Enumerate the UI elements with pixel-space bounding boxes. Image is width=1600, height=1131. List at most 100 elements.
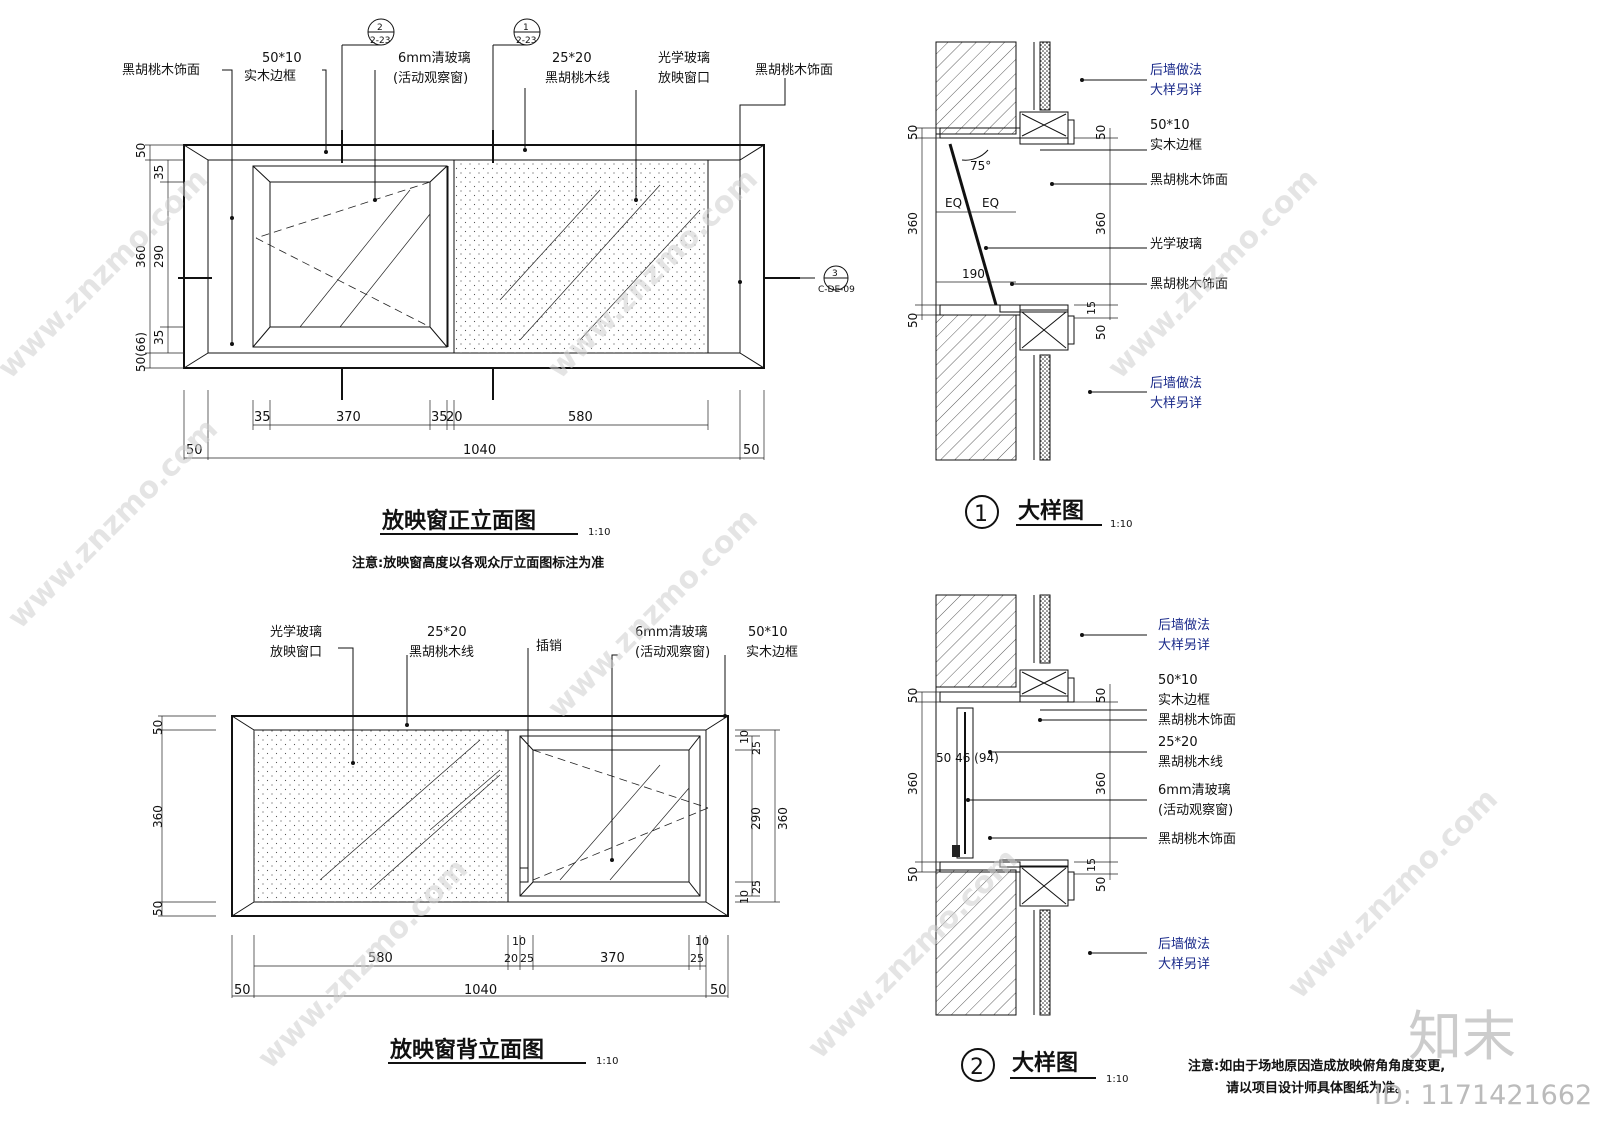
back-dim-vr-6: 360 (776, 807, 790, 830)
back-dim-vr-5: 10 (738, 890, 751, 904)
detail1-label-frame-name: 实木边框 (1150, 138, 1202, 153)
detail1-label-frame-dim: 50*10 (1150, 118, 1190, 133)
back-dim-total-left: 50 (234, 983, 251, 998)
back-labels: 光学玻璃 放映窗口 25*20 黑胡桃木线 插销 6mm清玻璃 (活动观察窗) … (151, 624, 798, 1067)
back-sash-frame (519, 735, 701, 897)
detail2-label-rear-2: 大样另详 (1158, 638, 1210, 653)
detail2-label-frame-dim: 50*10 (1158, 673, 1198, 688)
bottom-note-line1: 注意:如由于场地原因造成放映俯角角度变更, (1188, 1058, 1445, 1074)
detail1-dim-l-3: 50 (906, 313, 920, 328)
detail2-dim-inner: 50 46 (94) (936, 751, 999, 765)
detail1-eq-1: EQ (945, 196, 962, 210)
back-dim-v-3: 50 (151, 901, 165, 916)
front-sash-glass (269, 181, 431, 328)
detail2-label-glass-name: (活动观察窗) (1158, 802, 1233, 818)
front-label-line-name: 黑胡桃木线 (545, 71, 610, 86)
detail1-num-circle (965, 495, 999, 529)
front-dim-v-2: 360 (134, 245, 148, 268)
detail1-num: 1 (974, 502, 988, 527)
front-dim-vi-2: 290 (152, 245, 166, 268)
front-dim-h-2: 370 (336, 410, 361, 425)
detail2-label-rear-1: 后墙做法 (1158, 618, 1210, 633)
detail2-dim-r-4: 50 (1094, 877, 1108, 892)
detail1-title: 大样图 (1018, 498, 1084, 524)
detail2-label-rear-4: 大样另详 (1158, 957, 1210, 972)
back-label-optical-1: 光学玻璃 (270, 624, 322, 640)
watermark-layer: www.znzmo.com www.znzmo.com www.znzmo.co… (0, 162, 1592, 1111)
front-callout-3-num: 3 (832, 269, 838, 279)
front-label-frame-name: 实木边框 (244, 69, 296, 84)
front-label-veneer-right: 黑胡桃木饰面 (755, 63, 833, 78)
back-label-pin: 插销 (536, 639, 562, 654)
back-pin-bolt (519, 867, 529, 883)
front-callout-1-ref: 2-23 (516, 36, 536, 46)
detail1-dim-190: 190 (962, 267, 985, 281)
detail1-scale: 1:10 (1110, 519, 1132, 530)
detail-2-labels: 后墙做法 大样另详 50*10 实木边框 黑胡桃木饰面 25*20 黑胡桃木线 … (906, 618, 1236, 972)
back-dim-vr-1: 10 (738, 730, 751, 744)
detail2-label-line-dim: 25*20 (1158, 735, 1198, 750)
detail1-dim-l-2: 360 (906, 212, 920, 235)
front-label-frame-dim: 50*10 (262, 51, 302, 66)
front-label-glass-name: (活动观察窗) (393, 70, 468, 86)
detail1-angle: 75° (970, 159, 991, 173)
watermark-site-1: www.znzmo.com (0, 162, 215, 386)
front-dim-total-right: 50 (743, 443, 760, 458)
detail2-label-frame-name: 实木边框 (1158, 693, 1210, 708)
detail2-dim-l-1: 50 (906, 688, 920, 703)
detail2-dim-r-2: 360 (1094, 772, 1108, 795)
back-dim-v-1: 50 (151, 720, 165, 735)
front-dim-vi-1: 35 (152, 165, 166, 180)
detail1-label-rear-2: 大样另详 (1150, 83, 1202, 98)
back-elevation (158, 647, 780, 998)
detail1-eq-2: EQ (982, 196, 999, 210)
detail1-label-rear-1: 后墙做法 (1150, 63, 1202, 78)
front-dim-h-3: 35 (431, 410, 448, 425)
back-dim-h-7: 25 (690, 952, 704, 965)
detail1-label-optical: 光学玻璃 (1150, 236, 1202, 252)
back-dim-total-right: 50 (710, 983, 727, 998)
back-dim-h-3: 20 (504, 952, 518, 965)
detail1-label-veneer1: 黑胡桃木饰面 (1150, 173, 1228, 188)
watermark-site-5: www.znzmo.com (1101, 162, 1325, 386)
detail-1-labels: 后墙做法 大样另详 50*10 实木边框 黑胡桃木饰面 光学玻璃 黑胡桃木饰面 … (906, 63, 1228, 411)
front-outer-frame (183, 144, 765, 369)
detail1-label-rear-3: 后墙做法 (1150, 376, 1202, 391)
back-label-frame-dim: 50*10 (748, 625, 788, 640)
detail-1: 1 大样图 1:10 (915, 41, 1147, 530)
front-label-veneer-left: 黑胡桃木饰面 (122, 63, 200, 78)
front-callout-3-ref: C-DE-09 (818, 285, 855, 295)
front-labels: 黑胡桃木饰面 50*10 实木边框 6mm清玻璃 (活动观察窗) 25*20 黑… (122, 23, 855, 571)
detail1-dim-r-2: 360 (1094, 212, 1108, 235)
front-callout-2-ref: 2-23 (370, 36, 390, 46)
detail1-dim-l-1: 50 (906, 125, 920, 140)
front-label-optical-1: 光学玻璃 (658, 50, 710, 66)
front-label-glass-dim: 6mm清玻璃 (398, 51, 471, 66)
back-dim-total: 1040 (464, 983, 497, 998)
bottom-note-line2: 请以项目设计师具体图纸为准。 (1226, 1080, 1408, 1096)
front-title: 放映窗正立面图 (381, 508, 536, 534)
detail1-label-rear-4: 大样另详 (1150, 396, 1202, 411)
back-label-glass-dim: 6mm清玻璃 (635, 625, 708, 640)
back-label-line-dim: 25*20 (427, 625, 467, 640)
detail1-dim-r-3: 15 (1085, 301, 1098, 315)
front-dim-h-1: 35 (254, 410, 271, 425)
front-callout-2-num: 2 (377, 23, 383, 33)
back-dim-vr-4: 25 (750, 880, 763, 894)
front-label-line-dim: 25*20 (552, 51, 592, 66)
detail2-num: 2 (970, 1055, 984, 1080)
front-dim-h-4: 20 (446, 410, 463, 425)
front-dim-total: 1040 (463, 443, 496, 458)
back-label-glass-name: (活动观察窗) (635, 644, 710, 660)
front-dim-v-3: 50(66) (134, 332, 148, 372)
front-sash-frame (252, 165, 448, 348)
detail2-dim-l-3: 50 (906, 867, 920, 882)
detail2-label-veneer1: 黑胡桃木饰面 (1158, 713, 1236, 728)
back-dim-vr-2: 25 (750, 741, 763, 755)
back-dim-h-4: 25 (520, 952, 534, 965)
detail1-dim-r-4: 50 (1094, 325, 1108, 340)
back-dim-h-2: 10 (512, 935, 526, 948)
back-dim-v-2: 360 (151, 805, 165, 828)
detail2-dim-r-1: 50 (1094, 688, 1108, 703)
detail-2: 2 大样图 1:10 (915, 594, 1147, 1085)
